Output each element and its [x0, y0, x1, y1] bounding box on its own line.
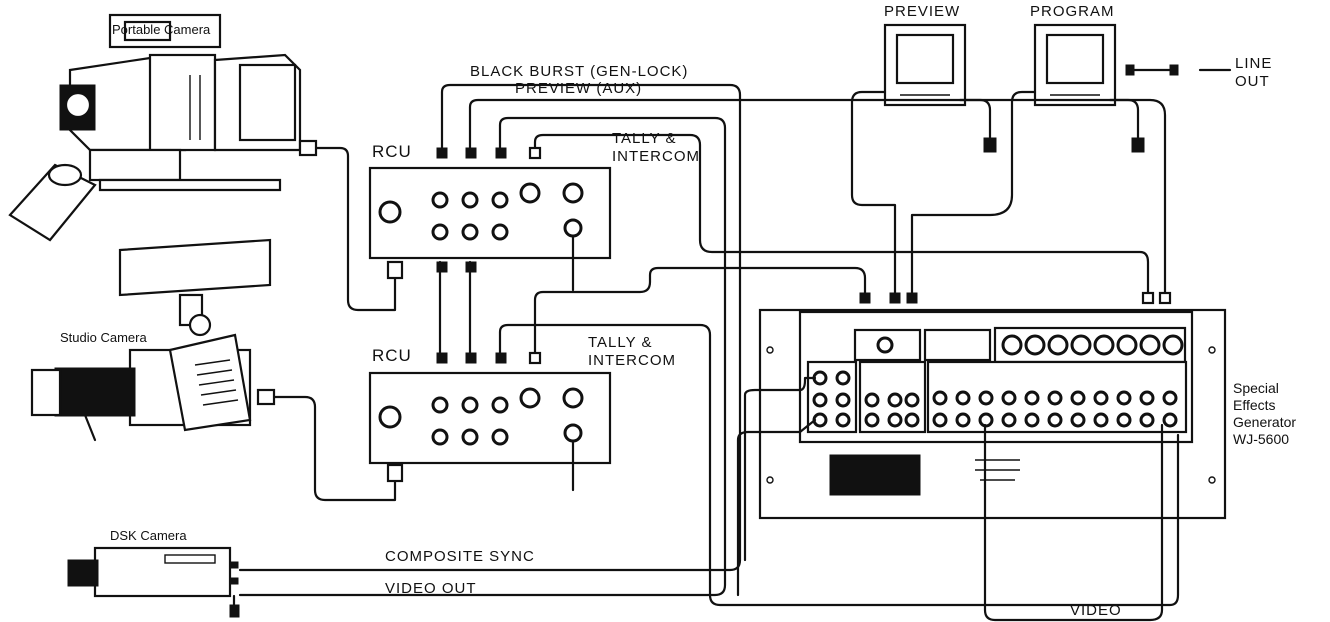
program-monitor-icon: [1035, 25, 1115, 105]
preview-monitor-icon: [885, 25, 965, 105]
preview-monitor-label: PREVIEW: [884, 3, 960, 20]
portable-camera-label: Portable Camera: [112, 22, 210, 37]
dsk-camera-label: DSK Camera: [110, 528, 187, 543]
rcu-bottom-label: RCU: [372, 346, 412, 366]
tally-top-label-2: INTERCOM: [612, 148, 700, 165]
line-out-label-2: OUT: [1235, 73, 1270, 90]
tally-bottom-label-1: TALLY &: [588, 334, 653, 351]
seg-label-2: Effects: [1233, 397, 1276, 413]
video-label: VIDEO: [1070, 602, 1122, 619]
line-out-label-1: LINE: [1235, 55, 1272, 72]
portable-camera-icon: [10, 15, 300, 240]
composite-sync-label: COMPOSITE SYNC: [385, 548, 535, 565]
program-monitor-label: PROGRAM: [1030, 3, 1115, 20]
video-out-label: VIDEO OUT: [385, 580, 477, 597]
seg-label-1: Special: [1233, 380, 1279, 396]
preview-aux-label: PREVIEW (AUX): [515, 80, 642, 97]
tally-bottom-label-2: INTERCOM: [588, 352, 676, 369]
seg-label-3: Generator: [1233, 414, 1296, 430]
black-burst-label: BLACK BURST (GEN-LOCK): [470, 63, 688, 80]
dsk-camera-icon: [68, 548, 238, 596]
seg-label-4: WJ-5600: [1233, 431, 1289, 447]
tally-top-label-1: TALLY &: [612, 130, 677, 147]
rcu-top-label: RCU: [372, 142, 412, 162]
special-effects-generator-unit: [760, 310, 1225, 518]
studio-camera-label: Studio Camera: [60, 330, 147, 345]
